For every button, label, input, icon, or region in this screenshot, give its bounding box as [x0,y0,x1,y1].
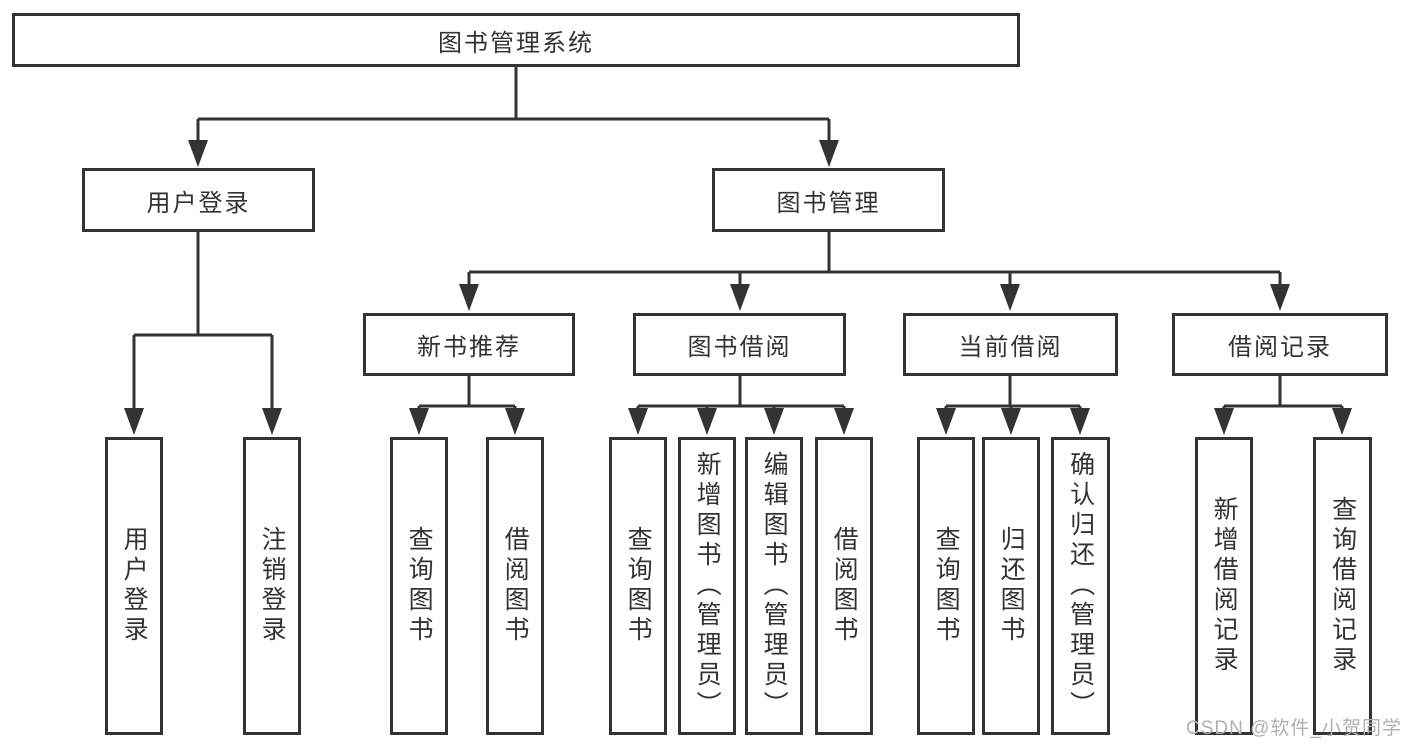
tree-branch-lines [134,67,1342,408]
leaf-add-book-admin-label: 新增图书（管理员） [693,451,722,721]
leaf-recommend-borrow-books-label: 借阅图书 [501,526,530,646]
leaf-borrowing-borrow-books-label: 借阅图书 [830,526,859,646]
csdn-watermark: CSDN @软件_小贺同学 [1186,718,1402,739]
leaf-return-book: 归还图书 [982,437,1040,735]
node-root: 图书管理系统 [12,13,1020,67]
leaf-borrowing-borrow-books: 借阅图书 [815,437,873,735]
leaf-current-query-books: 查询图书 [917,437,975,735]
leaf-logout-label: 注销登录 [258,526,287,646]
node-root-label: 图书管理系统 [438,29,594,57]
node-book-management-label: 图书管理 [776,189,881,217]
leaf-user-login: 用户登录 [105,437,163,735]
leaf-recommend-query-books: 查询图书 [390,437,448,735]
node-current-borrowing: 当前借阅 [903,313,1118,376]
leaf-borrowing-query-books-label: 查询图书 [624,526,653,646]
node-borrow-records: 借阅记录 [1172,313,1388,376]
node-new-book-recommend-label: 新书推荐 [417,334,521,361]
leaf-user-login-label: 用户登录 [120,526,149,646]
arrowhead-icons [124,140,1352,435]
leaf-add-borrow-record: 新增借阅记录 [1195,437,1253,735]
leaf-add-borrow-record-label: 新增借阅记录 [1210,496,1239,676]
leaf-confirm-return-admin-label: 确认归还（管理员） [1066,451,1095,721]
leaf-return-book-label: 归还图书 [997,526,1026,646]
leaf-query-borrow-record: 查询借阅记录 [1313,437,1372,735]
node-borrow-records-label: 借阅记录 [1228,334,1332,361]
leaf-query-borrow-record-label: 查询借阅记录 [1328,496,1357,676]
leaf-add-book-admin: 新增图书（管理员） [678,437,736,735]
node-book-borrowing: 图书借阅 [633,313,846,376]
leaf-recommend-borrow-books: 借阅图书 [486,437,544,735]
leaf-edit-book-admin-label: 编辑图书（管理员） [760,451,789,721]
node-current-borrowing-label: 当前借阅 [958,334,1063,361]
node-new-book-recommend: 新书推荐 [363,313,575,376]
leaf-logout: 注销登录 [243,437,301,735]
leaf-borrowing-query-books: 查询图书 [609,437,667,735]
leaf-edit-book-admin: 编辑图书（管理员） [745,437,803,735]
leaf-current-query-books-label: 查询图书 [932,526,961,646]
node-user-login: 用户登录 [82,168,315,232]
leaf-confirm-return-admin: 确认归还（管理员） [1051,437,1110,735]
node-book-management: 图书管理 [712,168,945,232]
leaf-recommend-query-books-label: 查询图书 [405,526,434,646]
node-book-borrowing-label: 图书借阅 [687,334,792,361]
node-user-login-label: 用户登录 [146,189,251,217]
